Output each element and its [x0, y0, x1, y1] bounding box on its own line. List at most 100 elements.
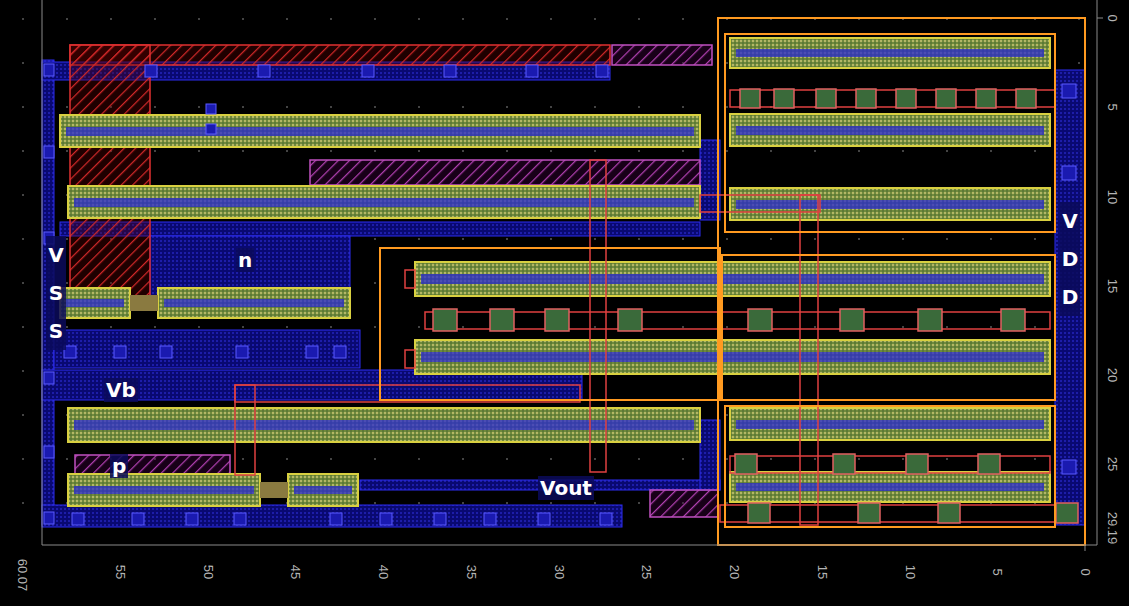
poly-contacts [433, 89, 1078, 523]
metal-contacts [236, 346, 248, 358]
diffusion-metal-band [66, 49, 1044, 494]
ruler-tick-label: 20 [1105, 368, 1119, 382]
diffusion [730, 408, 1050, 440]
ruler [42, 545, 1097, 546]
metal-contacts [44, 446, 54, 458]
diffusion-metal-band [164, 299, 344, 307]
metal-contacts [145, 65, 157, 77]
metal-contacts [330, 513, 342, 525]
diffusion [730, 38, 1050, 68]
ruler [1085, 545, 1086, 551]
metal-contacts [206, 104, 216, 114]
ruler-tick-label: 5 [1105, 104, 1119, 111]
ruler-tick-label: 50 [201, 565, 215, 579]
poly-contacts [740, 89, 760, 108]
diffusion-metal-band [74, 420, 694, 430]
poly-contacts [816, 89, 836, 108]
poly-contacts [735, 454, 757, 474]
poly-contacts [1016, 89, 1036, 108]
metal-contacts [334, 346, 346, 358]
metal-contacts [114, 346, 126, 358]
poly-contacts [918, 309, 942, 331]
poly-hatch [75, 455, 230, 475]
ruler-tick-label: 10 [1105, 189, 1119, 203]
metal-contacts [186, 513, 198, 525]
metal-contacts [234, 513, 246, 525]
metal-contacts [1062, 460, 1076, 474]
diffusion-metal-band [736, 126, 1044, 135]
diffusion [60, 38, 1050, 506]
layout-illustration [0, 0, 1097, 545]
poly-contacts [748, 503, 770, 523]
diffusion-metal-band [421, 352, 1044, 362]
poly-outline [425, 312, 1050, 329]
diffusion [68, 474, 260, 506]
poly-hatch [70, 45, 610, 65]
net-label: Vb [104, 378, 138, 402]
diffusion [158, 288, 350, 318]
poly-outline [405, 270, 415, 288]
poly-gap [260, 482, 288, 498]
poly-hatch [70, 45, 150, 300]
nwell-outline [725, 34, 1055, 232]
ruler-tick-label: 30 [552, 565, 566, 579]
diffusion [68, 186, 700, 218]
diffusion [68, 408, 700, 442]
metal1 [54, 330, 360, 368]
poly-contacts [490, 309, 514, 331]
diffusion-metal-band [736, 483, 1044, 491]
poly-contacts [840, 309, 864, 331]
poly-contacts [1056, 503, 1078, 523]
diffusion [730, 472, 1050, 502]
poly-hatch [310, 160, 700, 185]
diffusion [60, 288, 130, 318]
metal1 [42, 60, 1085, 527]
metal-contacts [538, 513, 550, 525]
ruler-tick-label: 55 [113, 565, 127, 579]
poly-hatch [650, 490, 718, 517]
metal-contacts [160, 346, 172, 358]
diffusion-metal-band [736, 200, 1044, 209]
ruler [1097, 18, 1103, 19]
nwell-outline [718, 18, 1085, 545]
poly-contacts [433, 309, 457, 331]
ruler-tick-label: 60.07 [15, 559, 29, 592]
poly-hatch [612, 45, 712, 65]
diffusion-metal-band [421, 274, 1044, 284]
diffusion [288, 474, 358, 506]
ruler-tick-label: 0 [1105, 14, 1119, 21]
poly-contacts [1001, 309, 1025, 331]
poly-outline [730, 456, 1050, 473]
metal-contacts [132, 513, 144, 525]
metal-contacts [44, 146, 54, 158]
ruler-tick-label: 10 [903, 565, 917, 579]
poly-outline [590, 160, 606, 472]
poly-contacts [618, 309, 642, 331]
ruler-tick-label: 25 [639, 565, 653, 579]
metal-contacts [206, 124, 216, 134]
metal-contacts [258, 65, 270, 77]
metal-contacts [434, 513, 446, 525]
metal-contacts [44, 372, 54, 384]
ruler-tick-label: 0 [1078, 568, 1092, 575]
nwell-outline [725, 406, 1055, 527]
poly-outline [235, 385, 255, 475]
ruler-tick-label: 20 [727, 565, 741, 579]
poly-contacts [978, 454, 1000, 474]
nwell-outline [380, 248, 720, 400]
metal-contacts [596, 65, 608, 77]
net-label: V S S [46, 236, 66, 350]
diffusion-metal-band [74, 198, 694, 207]
diffusion [60, 115, 700, 147]
metal1 [60, 222, 700, 236]
poly-outline [730, 90, 1055, 107]
metal-contacts [1062, 84, 1076, 98]
metal-contacts [72, 513, 84, 525]
poly-outline [235, 90, 1065, 525]
ruler-tick-label: 15 [815, 565, 829, 579]
ruler [42, 0, 43, 545]
ruler-tick-label: 40 [376, 565, 390, 579]
